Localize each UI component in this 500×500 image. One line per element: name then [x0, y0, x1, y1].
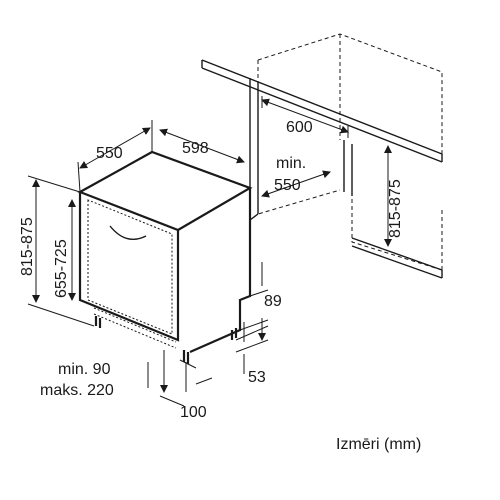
dishwasher-top — [77, 150, 253, 232]
left-panel — [249, 78, 259, 221]
units-caption: Izmēri (mm) — [336, 436, 421, 453]
plinth-setback-dimension-line — [147, 350, 164, 392]
plinth-height-extension-lines — [239, 289, 269, 331]
width-dimension-line — [159, 128, 245, 164]
depth-extension-lines — [77, 120, 153, 193]
depth-label: 550 — [96, 145, 123, 162]
door-handle — [109, 225, 147, 240]
niche-width-dimension-line — [261, 98, 349, 134]
plinth-setback-min-label: min. 90 — [58, 361, 111, 378]
front-foot-right — [182, 350, 190, 364]
foot-base — [179, 359, 197, 392]
foot-depth-dimension-line — [159, 377, 213, 407]
height-extension-lines — [27, 175, 95, 327]
dishwasher-side — [189, 188, 252, 354]
floor-line — [351, 237, 443, 279]
door-panel — [87, 199, 173, 335]
plinth-height-label: 89 — [264, 293, 282, 310]
niche-outline — [257, 33, 443, 271]
foot-offset-label: 53 — [248, 369, 266, 386]
niche-depth-min-label: min. — [276, 155, 306, 172]
height-inner-label: 655-725 — [53, 239, 70, 298]
plinth-setback-max-label: maks. 220 — [40, 382, 114, 399]
countertop — [201, 59, 443, 163]
niche-height-label: 815-875 — [387, 179, 404, 238]
width-label: 598 — [182, 140, 209, 157]
right-panel — [343, 140, 353, 196]
foot-depth-label: 100 — [180, 404, 207, 421]
rear-foot — [230, 328, 238, 340]
niche-depth-dimension-line — [261, 170, 331, 198]
depth-dimension-line — [79, 127, 151, 169]
niche-depth-min-value: 550 — [274, 177, 301, 194]
niche-drawing: 600 min. 550 815-875 — [201, 33, 443, 279]
dishwasher-drawing: 550 598 815-875 655-725 89 53 min. 90 ma… — [19, 120, 282, 421]
front-foot-left — [94, 316, 102, 328]
niche-width-ticks — [261, 96, 349, 138]
niche-width-label: 600 — [286, 119, 313, 136]
plinth — [93, 307, 177, 349]
foot-offset-extension-lines — [235, 325, 269, 353]
dishwasher-front — [78, 192, 180, 342]
height-outer-label: 815-875 — [19, 217, 36, 276]
